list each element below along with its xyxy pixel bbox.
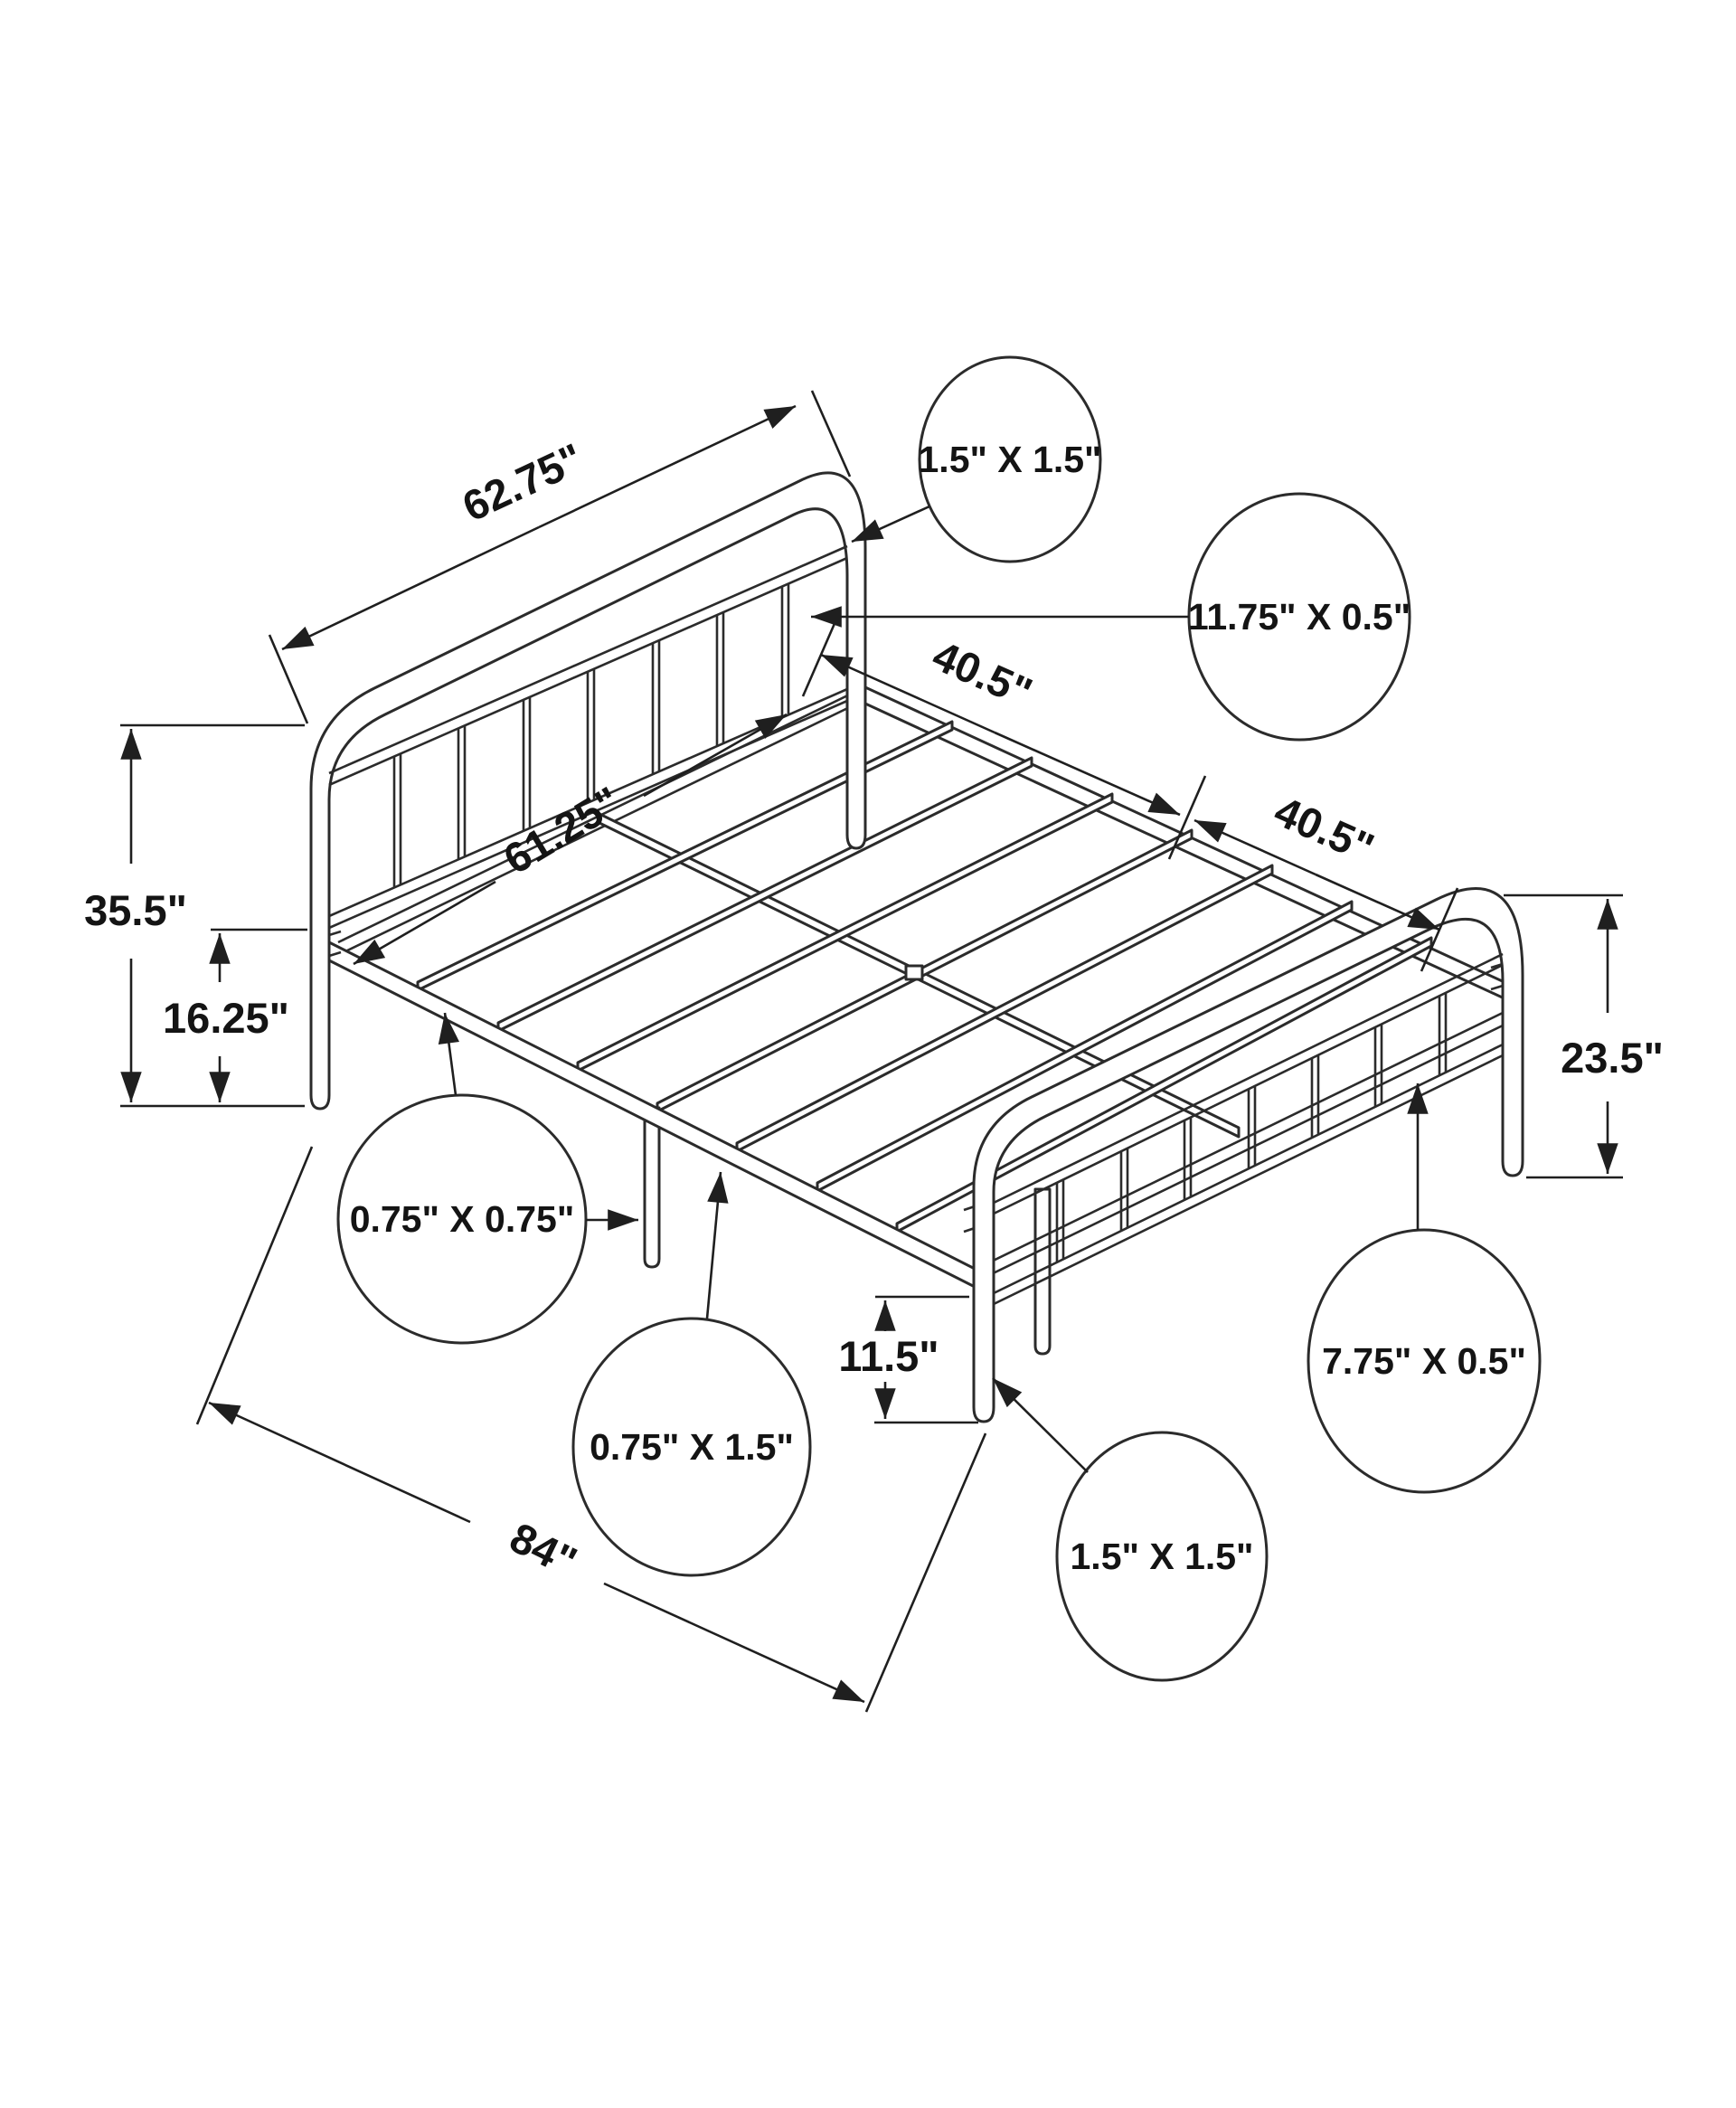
support-leg-rear xyxy=(1033,1187,1052,1356)
label-deck-height: 16.25" xyxy=(163,994,289,1042)
callout-top-frame-tube xyxy=(918,355,1102,563)
dim-inner-width xyxy=(353,713,788,966)
callout-side-rail-tube xyxy=(571,1317,812,1577)
label-footboard-panel: 7.75" X 0.5" xyxy=(1322,1340,1526,1382)
footboard-rail-brackets xyxy=(963,962,1504,1234)
foot-end-rail xyxy=(981,1009,1507,1281)
support-leg-front xyxy=(643,1106,661,1269)
label-headboard-height: 35.5" xyxy=(84,886,187,934)
label-footboard-clearance: 11.5" xyxy=(838,1332,939,1380)
headboard-rail-top-edge xyxy=(328,544,848,787)
callout-circles xyxy=(336,355,1542,1682)
dim-headboard-width xyxy=(268,390,852,724)
label-slat-tube: 0.75" X 0.75" xyxy=(350,1198,575,1240)
label-leg-tube: 1.5" X 1.5" xyxy=(1071,1536,1254,1577)
label-head-section: 40.5" xyxy=(926,631,1039,717)
label-side-rail-tube: 0.75" X 1.5" xyxy=(590,1426,794,1468)
label-top-frame-tube: 1.5" X 1.5" xyxy=(919,439,1102,480)
footboard-panel-dividers xyxy=(1055,993,1448,1262)
dim-footboard-height xyxy=(1504,893,1623,1179)
bed-frame-drawing xyxy=(309,471,1524,1423)
headboard-rail-bracket xyxy=(328,930,342,958)
dim-foot-section xyxy=(1194,818,1459,972)
dimension-lines xyxy=(120,390,1623,1713)
dim-deck-height xyxy=(209,928,307,1102)
label-headboard-panel: 11.75" X 0.5" xyxy=(1188,596,1410,638)
center-rail-bracket xyxy=(904,964,924,981)
label-headboard-width: 62.75" xyxy=(455,433,590,530)
label-foot-section: 40.5" xyxy=(1268,787,1381,873)
dim-headboard-height xyxy=(120,723,305,1108)
callout-leg-tube xyxy=(1055,1431,1269,1682)
label-overall-length: 84" xyxy=(503,1513,584,1585)
dim-footboard-clearance xyxy=(874,1295,978,1424)
label-inner-width: 61.25" xyxy=(495,777,628,883)
mattress-slats xyxy=(416,720,1433,1234)
label-footboard-height: 23.5" xyxy=(1561,1034,1664,1082)
headboard-panel-dividers xyxy=(392,584,790,887)
callout-footboard-panel xyxy=(1307,1228,1542,1494)
dim-overall-length xyxy=(195,1146,987,1713)
